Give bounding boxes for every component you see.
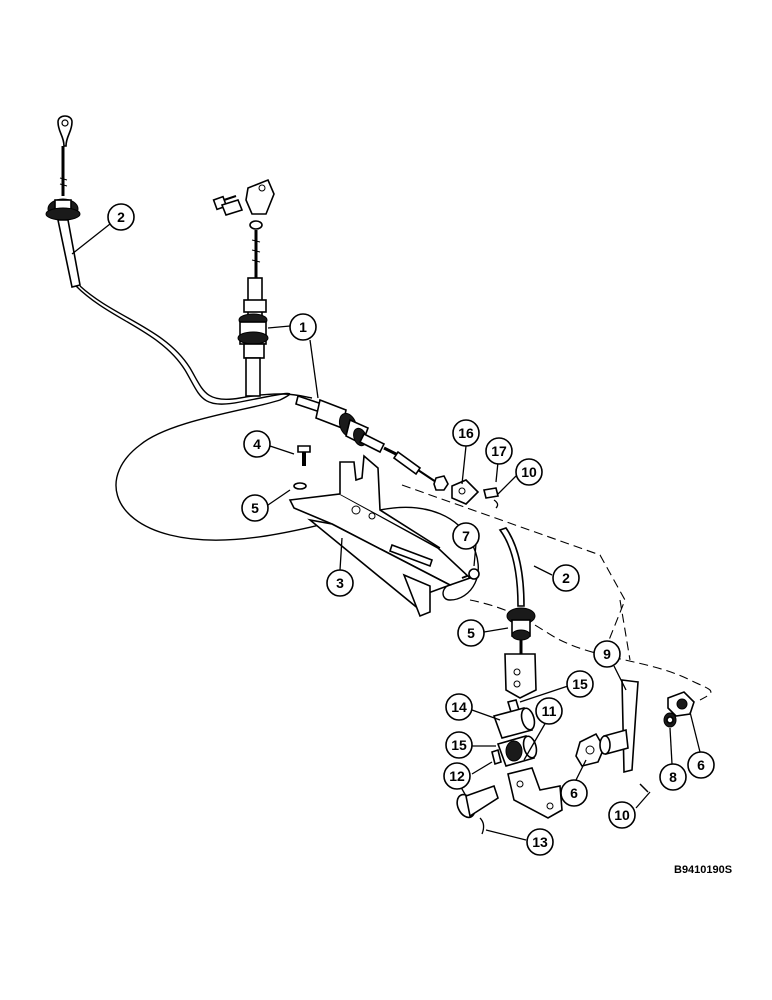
svg-text:8: 8 — [669, 769, 677, 785]
svg-text:4: 4 — [253, 436, 261, 452]
callout-14: 14 — [445, 693, 473, 721]
lever — [507, 767, 563, 819]
svg-text:10: 10 — [521, 464, 537, 480]
callout-15-lower: 15 — [445, 731, 473, 759]
cable-diagonal-section — [295, 394, 437, 483]
svg-text:14: 14 — [451, 699, 467, 715]
svg-text:11: 11 — [542, 703, 557, 719]
callout-2-lower: 2 — [552, 564, 580, 592]
bushing-and-plate-right — [663, 691, 695, 728]
callout-11: 11 — [535, 697, 563, 725]
routing-line-lever — [619, 599, 631, 661]
svg-text:1: 1 — [299, 319, 307, 335]
svg-text:2: 2 — [117, 209, 125, 225]
callout-2-upper: 2 — [107, 203, 135, 231]
callout-17: 17 — [485, 437, 513, 465]
svg-text:15: 15 — [451, 737, 467, 753]
cable-loop — [75, 285, 479, 601]
cable-loop-inner — [79, 285, 313, 400]
cable-end-rod-eye — [45, 115, 81, 288]
callout-12: 12 — [443, 762, 471, 790]
svg-text:5: 5 — [251, 500, 259, 516]
callout-6-left: 6 — [560, 779, 588, 807]
callout-13: 13 — [526, 828, 554, 856]
callout-15-upper: 15 — [566, 670, 594, 698]
callout-10-lower: 10 — [608, 801, 636, 829]
callout-10-upper: 10 — [515, 458, 543, 486]
svg-text:7: 7 — [462, 528, 470, 544]
svg-text:13: 13 — [532, 834, 548, 850]
cable-lower-end — [498, 527, 537, 699]
couplings — [492, 707, 538, 767]
svg-text:17: 17 — [491, 443, 507, 459]
callout-6-right: 6 — [687, 751, 715, 779]
svg-text:16: 16 — [458, 425, 474, 441]
callout-16: 16 — [452, 419, 480, 447]
screw — [461, 568, 480, 580]
svg-text:6: 6 — [570, 785, 578, 801]
leader-lines — [71, 223, 701, 841]
callout-4: 4 — [243, 430, 271, 458]
svg-text:9: 9 — [603, 646, 611, 662]
svg-text:12: 12 — [449, 768, 465, 784]
mounting-bracket — [288, 454, 472, 618]
svg-text:15: 15 — [572, 676, 588, 692]
callout-7: 7 — [452, 522, 480, 550]
svg-text:2: 2 — [562, 570, 570, 586]
svg-text:3: 3 — [336, 575, 344, 591]
callout-3: 3 — [326, 569, 354, 597]
roll-pins — [491, 699, 521, 766]
callout-5-nut: 5 — [457, 619, 485, 647]
callout-1: 1 — [289, 313, 317, 341]
svg-text:6: 6 — [697, 757, 705, 773]
routing-line-upper — [401, 484, 626, 651]
clevis-assembly — [433, 475, 499, 509]
svg-text:5: 5 — [467, 625, 475, 641]
clevis-pin — [456, 784, 499, 835]
bolt-and-washer — [293, 445, 311, 490]
callout-8: 8 — [659, 763, 687, 791]
figure-code: B9410190S — [674, 864, 732, 876]
svg-text:10: 10 — [614, 807, 630, 823]
pivot-arm — [599, 679, 649, 793]
callout-9: 9 — [593, 640, 621, 668]
cable-adjuster-assembly — [212, 178, 275, 397]
callout-5-washer: 5 — [241, 494, 269, 522]
mounting-plate-left — [575, 732, 605, 767]
